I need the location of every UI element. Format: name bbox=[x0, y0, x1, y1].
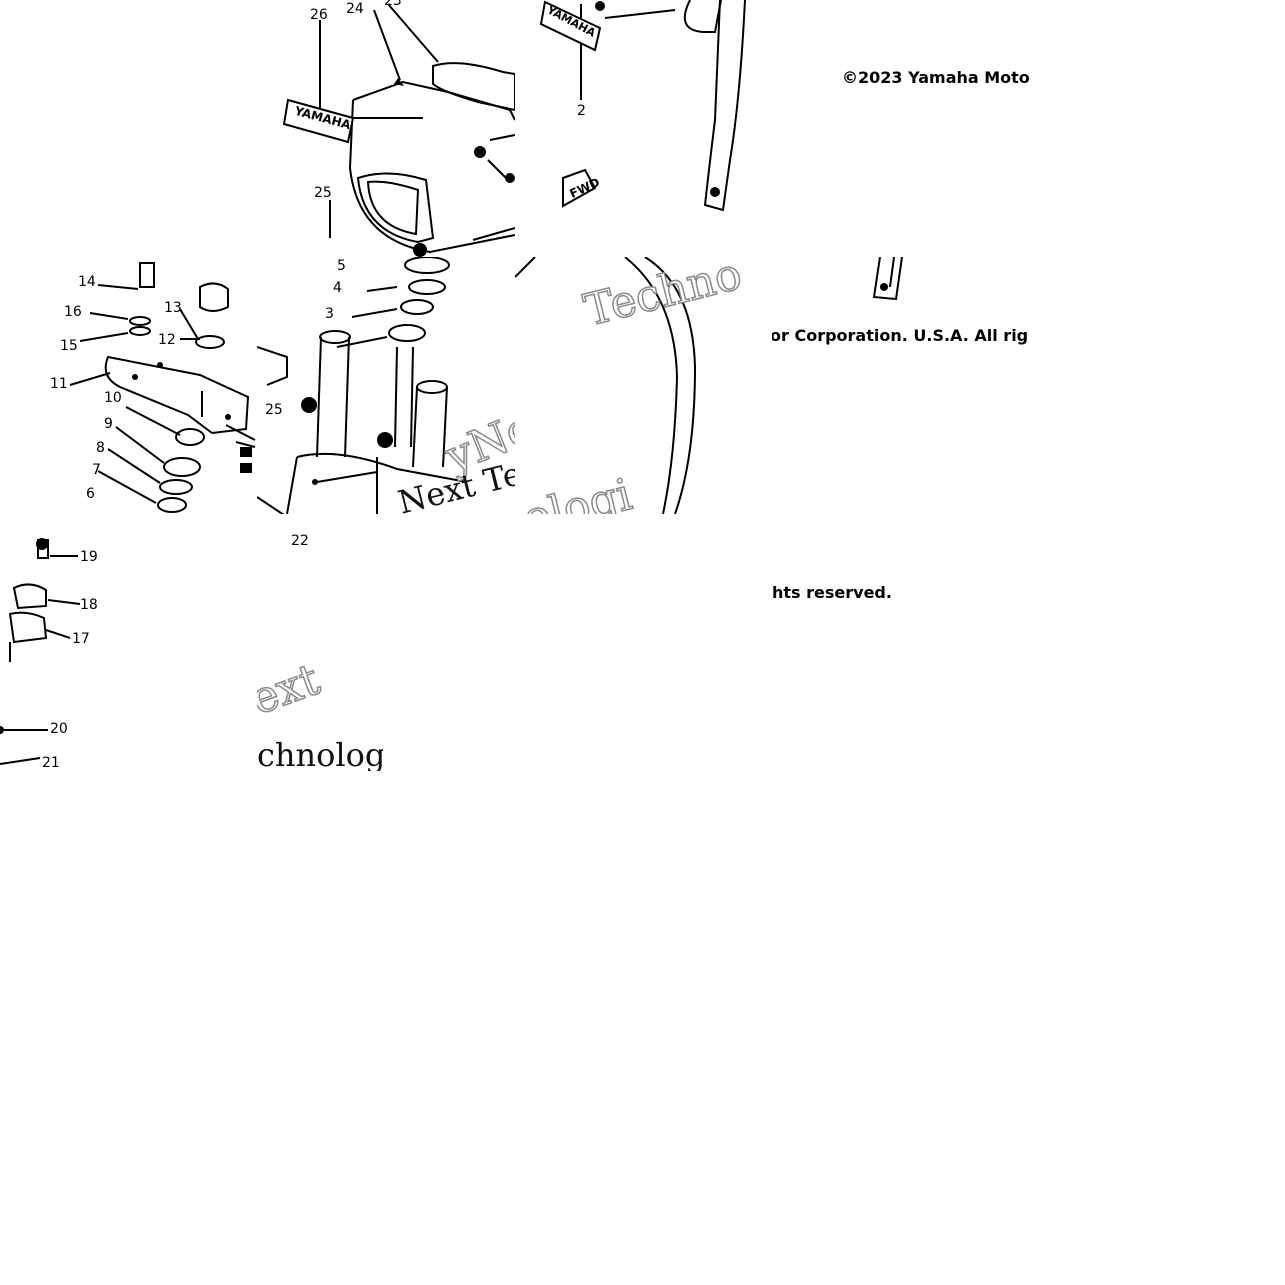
watermark-ext: ext bbox=[257, 653, 327, 726]
callout-17: 17 bbox=[72, 631, 90, 647]
callout-18: 18 bbox=[80, 597, 98, 613]
callout-6: 6 bbox=[86, 486, 95, 502]
copyright-part-2: or Corporation. U.S.A. All righ bbox=[772, 326, 1029, 345]
copyright-part-3: hts reserved. bbox=[772, 583, 892, 602]
yamaha-decal-right bbox=[539, 0, 602, 52]
watermark-chnologi: chnologi bbox=[257, 736, 383, 771]
copyright-part-1: ©2023 Yamaha Moto bbox=[842, 68, 1029, 87]
callout-9: 9 bbox=[104, 416, 113, 432]
diagram-tile-forks: 5 4 3 25 yNe Next Te bbox=[257, 257, 515, 514]
yamaha-decal-left bbox=[282, 98, 355, 144]
callout-11: 11 bbox=[50, 376, 68, 392]
diagram-tile-outline: Techno nologi bbox=[515, 257, 772, 514]
callout-21: 21 bbox=[42, 755, 60, 771]
callout-7: 7 bbox=[92, 462, 101, 478]
callout-2: 2 bbox=[577, 103, 586, 119]
diagram-tile-clamp: 14 16 15 13 12 11 10 9 8 7 6 bbox=[0, 257, 257, 514]
callout-26: 26 bbox=[310, 7, 328, 23]
diagram-tile-bottom-center: 22 ext chnologi bbox=[257, 514, 383, 771]
diagram-tile-brace: 2 YAMAHA FWD bbox=[515, 0, 772, 257]
callout-14: 14 bbox=[78, 274, 96, 290]
callout-22: 22 bbox=[291, 533, 309, 549]
callout-16: 16 bbox=[64, 304, 82, 320]
callout-3: 3 bbox=[325, 306, 334, 322]
callout-5: 5 bbox=[337, 258, 346, 274]
callout-25-top: 25 bbox=[314, 185, 332, 201]
callout-8: 8 bbox=[96, 440, 105, 456]
callout-12: 12 bbox=[158, 332, 176, 348]
diagram-tile-fairing: 26 24 23 25 YAMAHA bbox=[258, 0, 515, 257]
callout-24: 24 bbox=[346, 1, 364, 17]
forks-drawing bbox=[257, 257, 468, 514]
callout-19: 19 bbox=[80, 549, 98, 565]
callout-10: 10 bbox=[104, 390, 122, 406]
diagram-tile-handlebar-clamps: 19 18 17 20 21 bbox=[0, 514, 257, 771]
copyright-tile-1: ©2023 Yamaha Moto bbox=[772, 0, 1029, 257]
clamp-drawing bbox=[69, 262, 256, 513]
callout-20: 20 bbox=[50, 721, 68, 737]
copyright-tile-2: or Corporation. U.S.A. All righ bbox=[772, 257, 1029, 514]
callout-25-mid: 25 bbox=[265, 402, 283, 418]
handlebar-clamp-drawing bbox=[0, 538, 81, 765]
brace-drawing bbox=[539, 0, 746, 212]
fork-leg-drawing bbox=[872, 257, 903, 301]
outline-drawing bbox=[515, 257, 697, 514]
callout-23: 23 bbox=[384, 0, 402, 9]
fairing-drawing bbox=[282, 3, 515, 257]
callout-15: 15 bbox=[60, 338, 78, 354]
callout-13: 13 bbox=[164, 300, 182, 316]
callout-4: 4 bbox=[333, 280, 342, 296]
